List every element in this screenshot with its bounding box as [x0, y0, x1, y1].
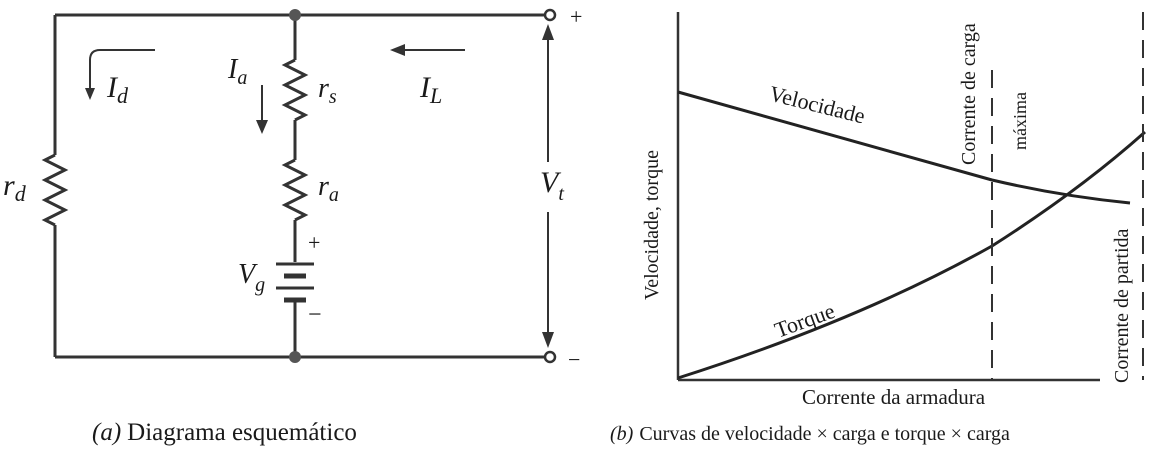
- caption-b: (b)Curvas de velocidade × carga e torque…: [610, 423, 1010, 445]
- rs-resistor: [281, 58, 309, 122]
- id-arrow-head: [85, 88, 95, 100]
- label-il: IL: [419, 71, 442, 108]
- junction-bottom: [289, 351, 301, 363]
- label-id: Id: [106, 71, 129, 108]
- battery-vg: [276, 262, 314, 303]
- label-minus-bottom: −: [568, 347, 580, 372]
- id-arrow: [89, 49, 155, 95]
- y-axis-label: Velocidade, torque: [641, 150, 663, 300]
- junction-top: [289, 9, 301, 21]
- caption-a: (a)Diagrama esquemático: [92, 419, 357, 446]
- label-vt: Vt: [540, 166, 564, 205]
- vt-arrow: [542, 24, 554, 348]
- schematic-diagram: Id Ia IL rs ra rd Vg Vt + − + − (a)Diagr…: [3, 4, 582, 446]
- terminal-positive: [543, 8, 557, 22]
- label-ia: Ia: [227, 54, 247, 89]
- characteristic-curves: Velocidade Torque Velocidade, torque Cor…: [610, 12, 1146, 445]
- label-plus-top: +: [570, 4, 582, 29]
- x-axis-label: Corrente da armadura: [802, 385, 986, 409]
- il-arrow-head: [390, 44, 405, 56]
- ia-arrow-head: [256, 120, 268, 134]
- rd-resistor: [41, 153, 69, 227]
- label-corrente-partida: Corrente de partida: [1111, 229, 1133, 383]
- label-battery-plus: +: [308, 230, 320, 255]
- label-ra: ra: [318, 171, 339, 206]
- curve-velocidade: [677, 90, 1131, 205]
- label-vg: Vg: [238, 259, 265, 296]
- label-maxima: máxima: [1010, 92, 1030, 150]
- label-torque: Torque: [771, 298, 838, 343]
- label-rs: rs: [318, 73, 337, 108]
- ra-resistor: [281, 158, 309, 222]
- label-corrente-carga: Corrente de carga: [958, 23, 980, 165]
- label-rd: rd: [3, 169, 27, 206]
- terminal-negative: [543, 350, 557, 364]
- label-battery-minus: −: [308, 302, 322, 328]
- curve-torque: [677, 130, 1146, 380]
